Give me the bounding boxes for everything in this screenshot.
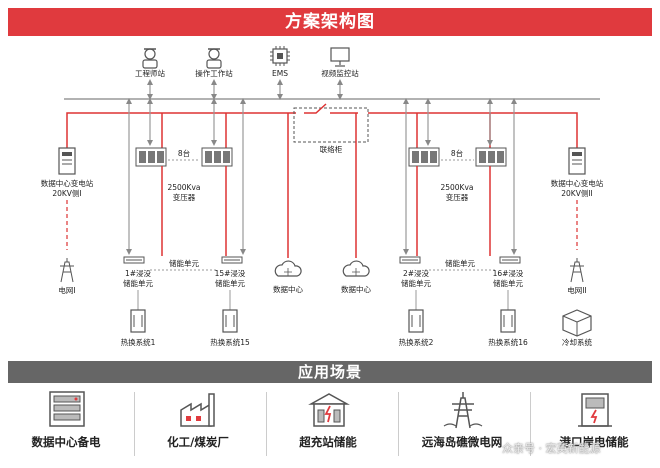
- data-center-label: 数据中心: [273, 284, 303, 294]
- top-node-label: 操作工作站: [195, 68, 233, 78]
- factory-icon: [180, 393, 215, 427]
- grid-right-label: 电网II: [567, 285, 586, 295]
- power-tower-right-icon: [570, 258, 584, 283]
- heat-system-label: 热换系统2: [399, 337, 434, 347]
- storage-unit-label: 储能单元: [445, 258, 475, 268]
- top-node-label: 工程师站: [135, 68, 165, 78]
- scenario-label: 超充站储能: [299, 435, 357, 449]
- storage-unit-icon: [123, 256, 145, 264]
- divider: [266, 392, 267, 456]
- heat-exchanger-icon: [408, 309, 424, 333]
- storage-unit-label: 储能单元: [169, 258, 199, 268]
- scenarios-title: 应用场景: [8, 361, 652, 383]
- data-center-label: 数据中心: [341, 284, 371, 294]
- divider: [134, 392, 135, 456]
- substation-right-line2: 20KV侧II: [561, 188, 593, 198]
- operator-station-icon: [206, 48, 222, 69]
- immersion-unit-line2: 储能单元: [123, 278, 153, 288]
- scenario-label: 港口岸电储能: [559, 435, 629, 449]
- scenario-label: 化工/煤炭厂: [167, 435, 229, 449]
- scenario-data-center: 数据中心备电: [2, 386, 130, 460]
- chip-icon: [270, 46, 290, 66]
- power-tower-left-icon: [60, 258, 74, 283]
- immersion-unit-line1: 1#浸没: [125, 268, 152, 278]
- engineer-station-icon: [142, 48, 158, 69]
- substation-left-line2: 20KV侧I: [52, 188, 81, 198]
- transformer-line2: 变压器: [173, 192, 196, 202]
- cooling-system-icon: [562, 309, 592, 337]
- top-node-label: 视频监控站: [321, 68, 359, 78]
- heat-exchanger-icon: [500, 309, 516, 333]
- tie-cabinet-label: 联络柜: [320, 144, 343, 154]
- transformer-line2: 变压器: [446, 192, 469, 202]
- heat-system-label: 热换系统15: [210, 337, 250, 347]
- watermark: 众亲号 · 宏英新能源: [502, 442, 601, 455]
- scenario-chemical-plant: 化工/煤炭厂: [134, 386, 262, 460]
- immersion-unit-line2: 储能单元: [401, 278, 431, 288]
- storage-unit-icon: [221, 256, 243, 264]
- pcs-cabinet-icon: [135, 147, 167, 167]
- heat-system-label: 热换系统1: [121, 337, 156, 347]
- transformer-line1: 2500Kva: [440, 183, 473, 192]
- cooling-system-label: 冷却系统: [562, 337, 592, 347]
- substation-left-icon: [58, 147, 76, 175]
- video-monitor-icon: [330, 47, 350, 67]
- heat-exchanger-icon: [222, 309, 238, 333]
- page-title: 方案架构图: [8, 8, 652, 36]
- scenario-label: 远海岛礁微电网: [421, 435, 503, 449]
- energy-cabinet-icon: [578, 393, 612, 427]
- units-count-label: 8台: [178, 148, 190, 158]
- immersion-unit-line2: 储能单元: [215, 278, 245, 288]
- immersion-unit-line2: 储能单元: [493, 278, 523, 288]
- grid-left-label: 电网I: [58, 285, 75, 295]
- power-tower-icon: [443, 392, 483, 429]
- charging-station-icon: [308, 393, 350, 427]
- scenario-label: 数据中心备电: [31, 435, 101, 449]
- tie-cabinet-box: [293, 107, 369, 143]
- pcs-cabinet-icon: [201, 147, 233, 167]
- substation-right-icon: [568, 147, 586, 175]
- substation-left-line1: 数据中心变电站: [41, 178, 94, 188]
- hv-bus: [66, 112, 578, 148]
- units-count-label: 8台: [451, 148, 463, 158]
- scenario-charging-station: 超充站储能: [264, 386, 392, 460]
- pcs-cabinet-icon: [475, 147, 507, 167]
- transformer-line1: 2500Kva: [167, 183, 200, 192]
- storage-unit-icon: [499, 256, 521, 264]
- top-node-label: EMS: [272, 69, 288, 78]
- immersion-unit-line1: 15#浸没: [215, 268, 246, 278]
- immersion-unit-line1: 16#浸没: [493, 268, 524, 278]
- substation-right-line1: 数据中心变电站: [551, 178, 604, 188]
- scenario-island-microgrid: 远海岛礁微电网: [398, 386, 526, 460]
- divider: [530, 392, 531, 456]
- storage-unit-icon: [399, 256, 421, 264]
- cloud-icon: [274, 260, 302, 277]
- pcs-cabinet-icon: [408, 147, 440, 167]
- cloud-icon: [342, 260, 370, 277]
- heat-system-label: 热换系统16: [488, 337, 528, 347]
- immersion-unit-line1: 2#浸没: [403, 268, 430, 278]
- scenario-port-shore-power: 港口岸电储能: [530, 386, 658, 460]
- heat-exchanger-icon: [130, 309, 146, 333]
- divider: [398, 392, 399, 456]
- server-rack-icon: [49, 391, 85, 427]
